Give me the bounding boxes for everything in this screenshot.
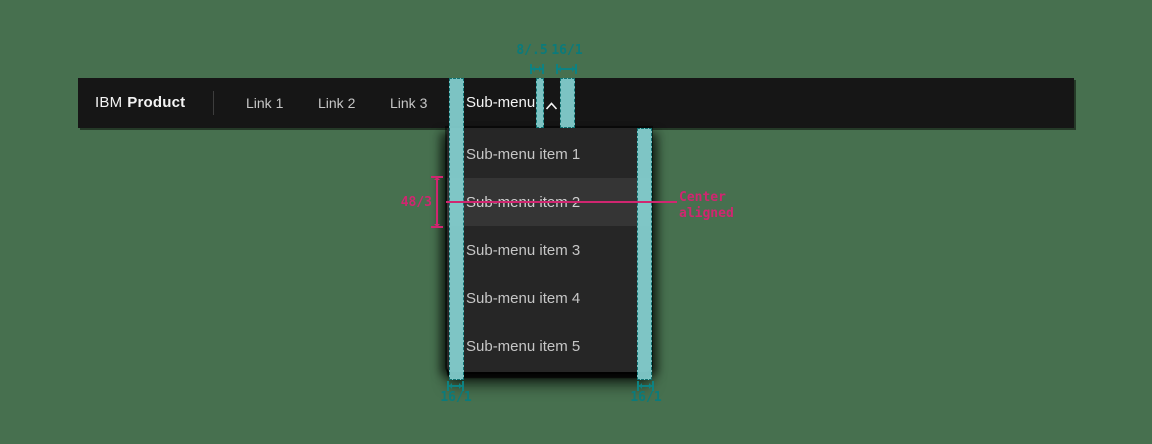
item-height-label: 48/3 xyxy=(400,195,432,210)
submenu-dropdown: Sub-menu item 1 Sub-menu item 2 Sub-menu… xyxy=(447,128,651,372)
spacing-overlay-right-padding xyxy=(560,78,575,128)
spacing-overlay-chevron-gap xyxy=(536,78,544,128)
spacing-overlay-dropdown-right-padding xyxy=(637,128,652,380)
item-height-ruler xyxy=(431,176,443,228)
submenu-item-4[interactable]: Sub-menu item 4 xyxy=(466,289,581,307)
center-align-line xyxy=(446,201,677,203)
measure-label-right-padding: 16/1 xyxy=(551,43,583,58)
measure-label-bottom-left: 16/1 xyxy=(440,390,472,405)
measure-label-bottom-right: 16/1 xyxy=(630,390,662,405)
brand-prefix: IBM xyxy=(95,94,123,111)
center-aligned-note-line1: Center xyxy=(679,190,726,205)
nav-link-2[interactable]: Link 2 xyxy=(318,95,356,111)
submenu-item-3[interactable]: Sub-menu item 3 xyxy=(466,241,581,259)
submenu-trigger[interactable]: Sub-menu xyxy=(466,94,536,111)
header-divider xyxy=(213,91,214,115)
ruler-right-padding xyxy=(556,64,577,74)
spacing-overlay-left-padding xyxy=(449,78,464,380)
nav-link-1[interactable]: Link 1 xyxy=(246,95,284,111)
brand-name: Product xyxy=(127,94,186,111)
chevron-up-icon[interactable] xyxy=(545,98,558,110)
submenu-item-5[interactable]: Sub-menu item 5 xyxy=(466,337,581,355)
ruler-dropdown-left-padding xyxy=(447,381,464,391)
ruler-dropdown-right-padding xyxy=(637,381,654,391)
center-aligned-note: Center aligned xyxy=(679,190,734,222)
ruler-chevron-gap xyxy=(530,64,544,74)
center-aligned-note-line2: aligned xyxy=(679,206,734,221)
submenu-item-1[interactable]: Sub-menu item 1 xyxy=(466,145,581,163)
nav-link-3[interactable]: Link 3 xyxy=(390,95,428,111)
measure-label-chevron-gap: 8/.5 xyxy=(516,43,548,58)
